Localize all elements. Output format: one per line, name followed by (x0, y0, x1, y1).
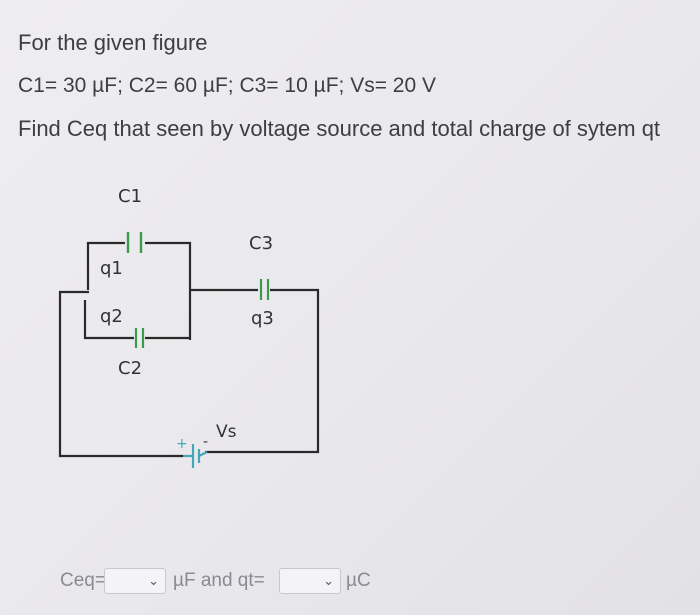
label-q3: q3 (251, 308, 274, 329)
label-c2: C2 (118, 358, 142, 379)
label-plus: + (176, 436, 188, 452)
voltage-source (183, 444, 208, 468)
ceq-unit-and-qt-label: µF and qt= (173, 570, 265, 591)
qt-unit: µC (346, 570, 371, 591)
question-title: For the given figure (18, 30, 208, 55)
ceq-select[interactable]: ⌄ (104, 568, 166, 594)
label-q2: q2 (100, 306, 123, 327)
label-c1: C1 (118, 186, 142, 207)
chevron-down-icon: ⌄ (148, 573, 159, 588)
label-minus: - (203, 434, 208, 450)
capacitor-c2 (134, 328, 145, 348)
label-q1: q1 (100, 258, 123, 279)
label-c3: C3 (249, 233, 273, 254)
qt-select[interactable]: ⌄ (279, 568, 341, 594)
question-prompt: Find Ceq that seen by voltage source and… (18, 116, 661, 141)
circuit-wires (58, 241, 320, 458)
label-vs: Vs (216, 422, 237, 442)
ceq-label: Ceq= (60, 570, 106, 591)
given-values: C1= 30 µF; C2= 60 µF; C3= 10 µF; Vs= 20 … (18, 74, 437, 97)
capacitor-c3 (259, 279, 270, 300)
chevron-down-icon: ⌄ (323, 573, 334, 588)
capacitor-c1 (126, 232, 143, 253)
